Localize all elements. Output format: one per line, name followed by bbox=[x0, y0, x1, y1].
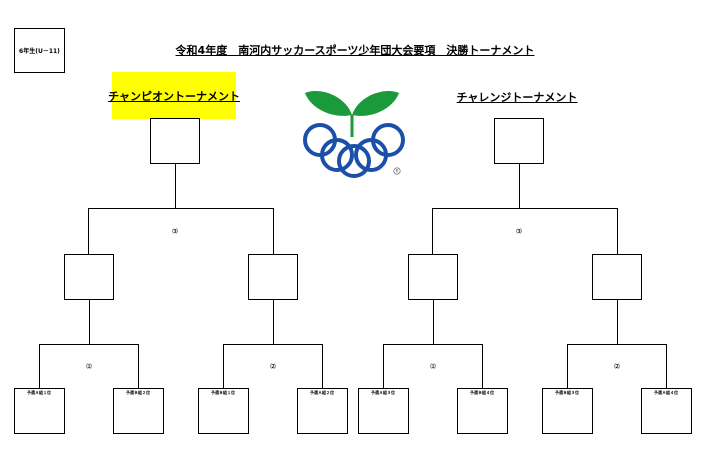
team-label: 予選Ａ組１位 bbox=[27, 390, 51, 395]
team-label: 予選Ａ組４位 bbox=[654, 390, 678, 395]
champion-team-box-2 bbox=[113, 388, 164, 434]
bracket-line bbox=[223, 344, 224, 388]
champion-tournament-title: チャンピオントーナメント bbox=[108, 72, 240, 119]
bracket-line bbox=[432, 208, 617, 209]
bracket-line bbox=[432, 208, 433, 254]
champion-team-box-3 bbox=[198, 388, 249, 434]
challenge-semi-right-box bbox=[592, 254, 642, 300]
bracket-line bbox=[223, 344, 322, 345]
team-label: 予選Ａ組３位 bbox=[371, 390, 395, 395]
team-label: 予選Ｂ組１位 bbox=[211, 390, 235, 395]
page-title: 令和4年度 南河内サッカースポーツ少年団大会要項 決勝トーナメント bbox=[175, 44, 535, 57]
bracket-line bbox=[88, 208, 273, 209]
bracket-line bbox=[617, 300, 618, 344]
svg-text:R: R bbox=[396, 169, 399, 174]
team-label: 予選Ｂ組２位 bbox=[126, 390, 150, 395]
champion-semi-left-label: ⑴ bbox=[86, 364, 92, 370]
bracket-line bbox=[383, 344, 482, 345]
bracket-line bbox=[567, 344, 568, 388]
bracket-line bbox=[39, 344, 138, 345]
bracket-line bbox=[383, 344, 384, 388]
grade-box: 6年生(U－11) bbox=[14, 28, 65, 73]
bracket-line bbox=[273, 208, 274, 254]
challenge-final-label: ⑶ bbox=[516, 229, 522, 235]
bracket-line bbox=[138, 344, 139, 388]
team-label: 予選Ｂ組４位 bbox=[470, 390, 494, 395]
challenge-team-box-1 bbox=[358, 388, 409, 434]
challenge-team-box-3 bbox=[542, 388, 593, 434]
bracket-line bbox=[519, 164, 520, 208]
team-label: 予選Ｂ組３位 bbox=[555, 390, 579, 395]
champion-team-box-1 bbox=[14, 388, 65, 434]
champion-title-text: チャンピオントーナメント bbox=[108, 89, 240, 103]
challenge-team-box-2 bbox=[457, 388, 508, 434]
bracket-line bbox=[175, 164, 176, 208]
champion-team-box-4 bbox=[297, 388, 348, 434]
bracket-line bbox=[322, 344, 323, 388]
team-label: 予選Ａ組２位 bbox=[310, 390, 334, 395]
champion-semi-right-box bbox=[248, 254, 298, 300]
bracket-line bbox=[88, 208, 89, 254]
bracket-line bbox=[273, 300, 274, 344]
champion-winner-box bbox=[150, 118, 200, 164]
grade-label: 6年生(U－11) bbox=[19, 48, 60, 55]
challenge-team-box-4 bbox=[641, 388, 692, 434]
bracket-line bbox=[39, 344, 40, 388]
bracket-line bbox=[482, 344, 483, 388]
challenge-tournament-title: チャレンジトーナメント bbox=[456, 91, 578, 104]
bracket-line bbox=[89, 300, 90, 344]
sprout-rings-logo-icon: R bbox=[303, 91, 405, 178]
bracket-line bbox=[666, 344, 667, 388]
champion-final-label: ⑶ bbox=[172, 229, 178, 235]
challenge-semi-left-box bbox=[408, 254, 458, 300]
challenge-semi-right-label: ⑵ bbox=[614, 364, 620, 370]
bracket-line bbox=[617, 208, 618, 254]
bracket-line bbox=[567, 344, 666, 345]
bracket-line bbox=[433, 300, 434, 344]
champion-semi-right-label: ⑵ bbox=[270, 364, 276, 370]
champion-semi-left-box bbox=[64, 254, 114, 300]
challenge-winner-box bbox=[494, 118, 544, 164]
challenge-semi-left-label: ⑴ bbox=[430, 364, 436, 370]
